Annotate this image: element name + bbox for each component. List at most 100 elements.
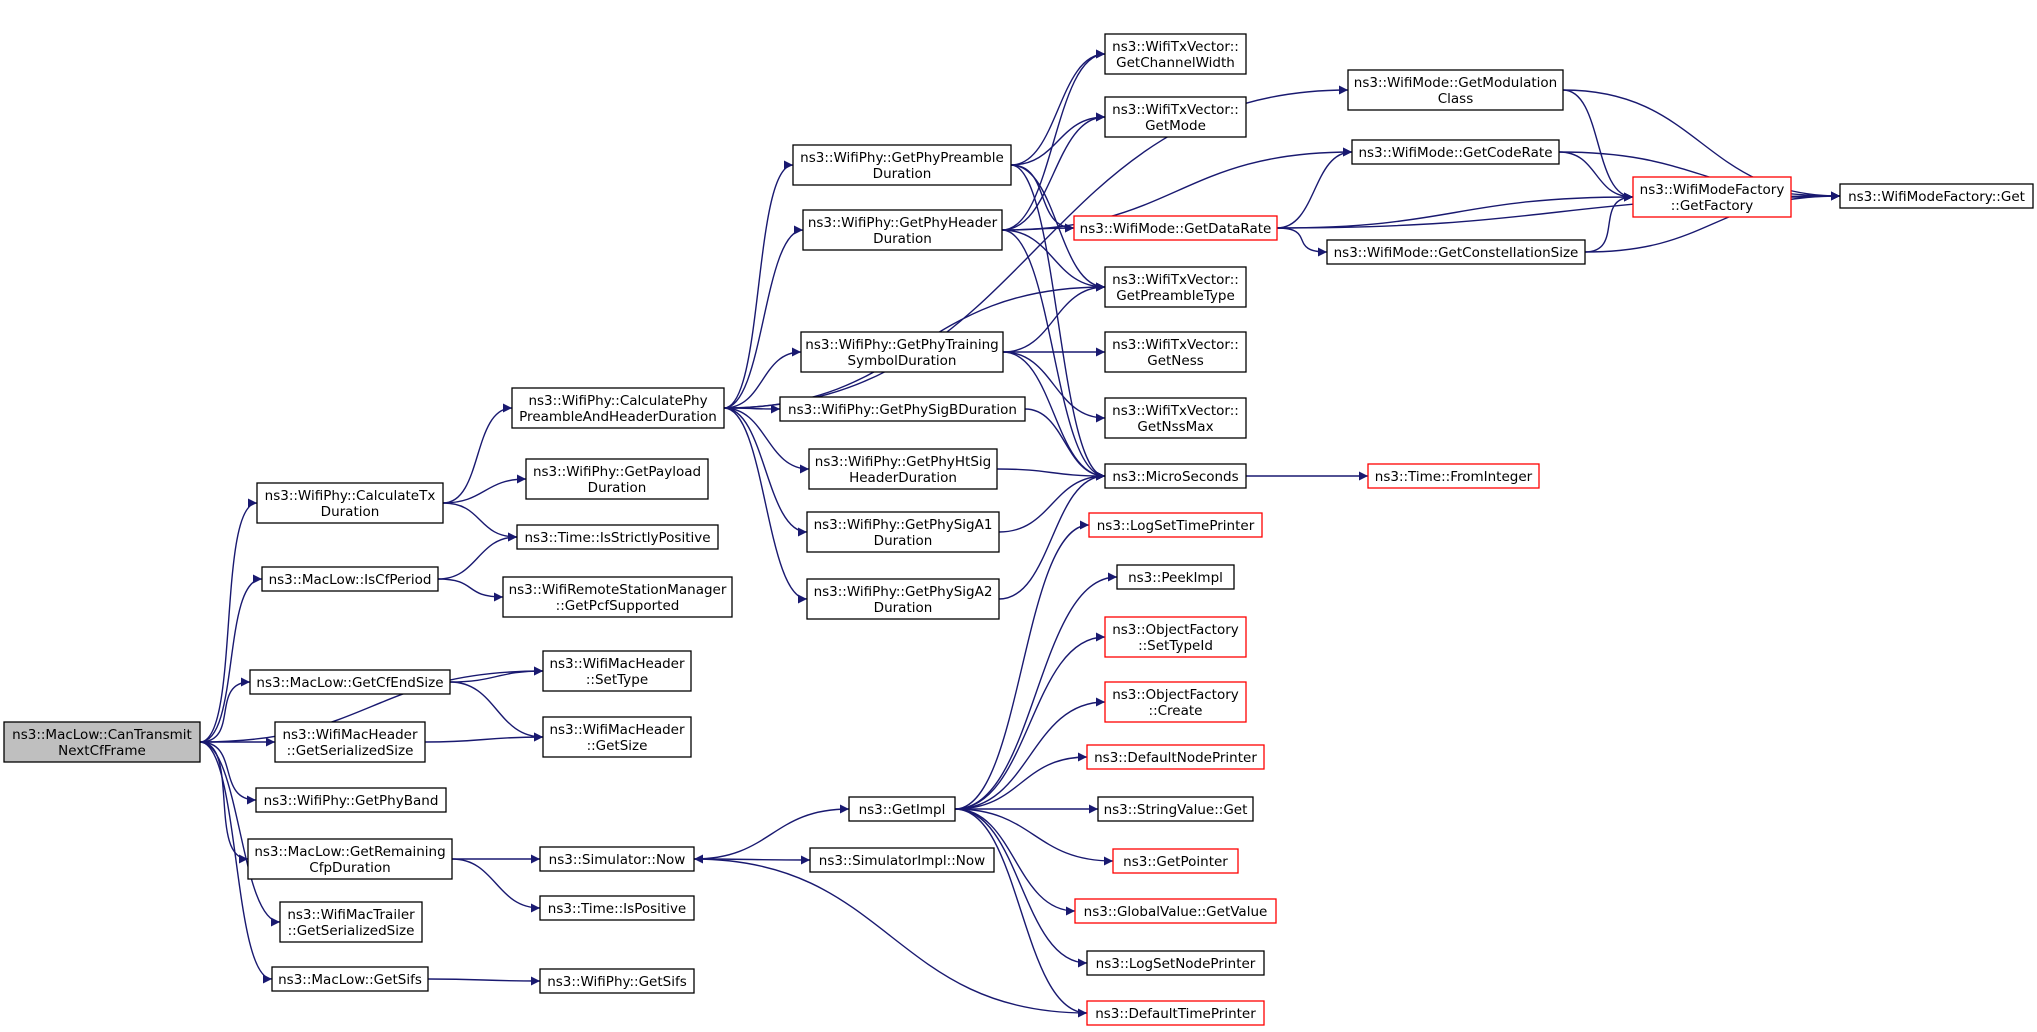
node-box-ness xyxy=(1104,331,1247,373)
node-label-calcTx-line-1: Duration xyxy=(321,504,380,520)
node-label-factory-line-1: ::GetFactory xyxy=(1671,198,1753,214)
call-edge-calcTx-to-strictPos xyxy=(442,502,518,542)
call-edge-getImpl-to-gvGet xyxy=(954,808,1076,916)
node-defNode[interactable]: ns3::DefaultNodePrinter xyxy=(1086,744,1265,770)
node-pcf[interactable]: ns3::WifiRemoteStationManager::GetPcfSup… xyxy=(502,576,733,618)
node-logTime[interactable]: ns3::LogSetTimePrinter xyxy=(1088,512,1263,538)
call-edge-dataRate-to-factory xyxy=(1276,192,1634,229)
node-box-preType xyxy=(1104,266,1247,308)
node-box-logNode xyxy=(1086,950,1265,976)
node-label-simImplNow-line-0: ns3::SimulatorImpl::Now xyxy=(819,853,985,869)
node-box-gvGet xyxy=(1074,898,1277,924)
node-phyBand[interactable]: ns3::WifiPhy::GetPhyBand xyxy=(255,787,447,813)
call-edge-constSize-to-factory xyxy=(1584,192,1634,253)
call-edge-phyHdr-to-codeRate xyxy=(1001,147,1353,231)
node-strictPos[interactable]: ns3::Time::IsStrictlyPositive xyxy=(516,524,719,550)
node-setType[interactable]: ns3::WifiMacHeader::SetType xyxy=(542,650,692,692)
node-label-macSerial-line-1: ::GetSerializedSize xyxy=(287,743,414,759)
call-edge-train-to-preType xyxy=(1002,282,1106,353)
node-box-calcPre xyxy=(511,387,725,429)
node-simNow[interactable]: ns3::Simulator::Now xyxy=(539,846,695,872)
node-preType[interactable]: ns3::WifiTxVector::GetPreambleType xyxy=(1104,266,1247,308)
node-strGet[interactable]: ns3::StringValue::Get xyxy=(1097,796,1254,822)
node-label-txMode-line-1: GetMode xyxy=(1145,118,1206,134)
node-fromInt[interactable]: ns3::Time::FromInteger xyxy=(1367,463,1540,489)
node-chanW[interactable]: ns3::WifiTxVector::GetChannelWidth xyxy=(1104,33,1247,75)
node-cfEnd[interactable]: ns3::MacLow::GetCfEndSize xyxy=(249,669,451,695)
node-macSerial[interactable]: ns3::WifiMacHeader::GetSerializedSize xyxy=(274,721,426,763)
node-simImplNow[interactable]: ns3::SimulatorImpl::Now xyxy=(809,847,995,873)
node-box-cfEnd xyxy=(249,669,451,695)
node-peek[interactable]: ns3::PeekImpl xyxy=(1116,564,1235,590)
node-label-strictPos-line-0: ns3::Time::IsStrictlyPositive xyxy=(524,530,710,546)
node-label-setType-line-0: ns3::WifiMacHeader xyxy=(549,656,685,672)
node-box-getSize xyxy=(542,716,692,758)
node-label-isPos-line-0: ns3::Time::IsPositive xyxy=(548,901,686,917)
call-edge-phyHdr-to-chanW xyxy=(1001,49,1106,231)
node-logNode[interactable]: ns3::LogSetNodePrinter xyxy=(1086,950,1265,976)
node-label-nssMax-line-1: GetNssMax xyxy=(1137,419,1213,435)
node-factory[interactable]: ns3::WifiModeFactory::GetFactory xyxy=(1632,176,1792,218)
node-label-sigA1-line-1: Duration xyxy=(874,533,933,549)
node-sifs[interactable]: ns3::MacLow::GetSifs xyxy=(271,966,429,992)
node-label-logTime-line-0: ns3::LogSetTimePrinter xyxy=(1097,518,1255,534)
call-edge-cfEnd-to-getSize xyxy=(449,681,544,742)
node-gvGet[interactable]: ns3::GlobalValue::GetValue xyxy=(1074,898,1277,924)
node-isCf[interactable]: ns3::MacLow::IsCfPeriod xyxy=(261,566,439,592)
call-edge-phyPre-to-chanW xyxy=(1010,49,1106,166)
call-edge-simNow-to-getImpl xyxy=(693,804,850,860)
node-label-preType-line-0: ns3::WifiTxVector:: xyxy=(1112,272,1239,288)
node-box-defTime xyxy=(1086,1000,1265,1026)
call-edge-phyPre-to-micro xyxy=(1010,164,1106,481)
node-label-trailer-line-1: ::GetSerializedSize xyxy=(288,923,415,939)
node-nssMax[interactable]: ns3::WifiTxVector::GetNssMax xyxy=(1104,397,1247,439)
node-codeRate[interactable]: ns3::WifiMode::GetCodeRate xyxy=(1351,139,1560,165)
node-box-dataRate xyxy=(1073,215,1278,241)
node-micro[interactable]: ns3::MicroSeconds xyxy=(1104,463,1247,489)
call-edge-sifs-to-phySifs xyxy=(427,976,541,986)
node-calcPre[interactable]: ns3::WifiPhy::CalculatePhyPreambleAndHea… xyxy=(511,387,725,429)
call-edge-remCfp-to-isPos xyxy=(451,858,541,913)
node-getImpl[interactable]: ns3::GetImpl xyxy=(848,796,956,822)
node-label-modClass-line-0: ns3::WifiMode::GetModulation xyxy=(1354,75,1557,91)
node-label-micro-line-0: ns3::MicroSeconds xyxy=(1112,469,1238,485)
call-edge-calcTx-to-calcPre xyxy=(442,403,513,504)
node-getSize[interactable]: ns3::WifiMacHeader::GetSize xyxy=(542,716,692,758)
node-label-ness-line-0: ns3::WifiTxVector:: xyxy=(1112,337,1239,353)
node-label-preType-line-1: GetPreambleType xyxy=(1116,288,1235,304)
node-dataRate[interactable]: ns3::WifiMode::GetDataRate xyxy=(1073,215,1278,241)
node-factoryGet[interactable]: ns3::WifiModeFactory::Get xyxy=(1839,183,2034,209)
node-phySifs[interactable]: ns3::WifiPhy::GetSifs xyxy=(539,968,695,994)
node-ness[interactable]: ns3::WifiTxVector::GetNess xyxy=(1104,331,1247,373)
node-isPos[interactable]: ns3::Time::IsPositive xyxy=(539,895,695,921)
call-edge-phyPre-to-preType xyxy=(1010,164,1106,292)
call-edge-getImpl-to-peek xyxy=(954,572,1118,810)
node-train[interactable]: ns3::WifiPhy::GetPhyTrainingSymbolDurati… xyxy=(800,331,1004,373)
node-getPtr[interactable]: ns3::GetPointer xyxy=(1112,848,1239,874)
node-label-getSize-line-1: ::GetSize xyxy=(587,738,648,754)
node-defTime[interactable]: ns3::DefaultTimePrinter xyxy=(1086,1000,1265,1026)
node-ofCreate[interactable]: ns3::ObjectFactory::Create xyxy=(1104,681,1247,723)
node-label-htSig-line-0: ns3::WifiPhy::GetPhyHtSig xyxy=(815,454,991,470)
node-label-pcf-line-1: ::GetPcfSupported xyxy=(556,598,680,614)
node-box-factoryGet xyxy=(1839,183,2034,209)
node-sigB[interactable]: ns3::WifiPhy::GetPhySigBDuration xyxy=(779,396,1026,422)
node-trailer[interactable]: ns3::WifiMacTrailer::GetSerializedSize xyxy=(279,901,423,943)
node-txMode[interactable]: ns3::WifiTxVector::GetMode xyxy=(1104,96,1247,138)
node-ofSetType[interactable]: ns3::ObjectFactory::SetTypeId xyxy=(1104,616,1247,658)
node-box-phyBand xyxy=(255,787,447,813)
node-constSize[interactable]: ns3::WifiMode::GetConstellationSize xyxy=(1326,239,1586,265)
node-label-payload-line-0: ns3::WifiPhy::GetPayload xyxy=(533,464,701,480)
node-label-phyBand-line-0: ns3::WifiPhy::GetPhyBand xyxy=(264,793,439,809)
node-label-sigB-line-0: ns3::WifiPhy::GetPhySigBDuration xyxy=(788,402,1017,418)
